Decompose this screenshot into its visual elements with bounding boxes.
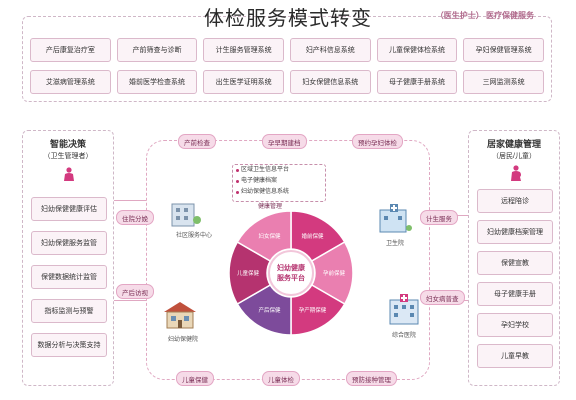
loop-tag[interactable]: 预防接种管理 <box>346 371 397 386</box>
system-tile[interactable]: 计生服务管理系统 <box>203 38 284 62</box>
hub-text-line: 服务平台 <box>277 273 305 282</box>
health-center-label: 卫生院 <box>386 241 405 247</box>
community-label: 社区服务中心 <box>176 233 213 239</box>
home-care-panel: 居家健康管理 （居民/儿童） 远程陪诊 妇幼健康档案管理 保健宣教 母子健康手册… <box>468 130 560 386</box>
system-tile[interactable]: 孕妇保健管理系统 <box>463 38 544 62</box>
home-care-item[interactable]: 远程陪诊 <box>477 189 553 213</box>
left-connector <box>114 200 146 201</box>
loop-tag[interactable]: 预约孕妇体检 <box>352 134 403 149</box>
loop-tag[interactable]: 儿童体检 <box>262 371 300 386</box>
community-building-icon <box>171 203 201 227</box>
wheel-segment-label: 产后保健 <box>258 306 281 314</box>
general-hospital-building-icon <box>389 294 419 325</box>
system-tile[interactable]: 儿童保健体检系统 <box>376 38 458 62</box>
wheel-hub <box>268 250 314 296</box>
decision-panel-title: 智能决策 <box>49 139 86 149</box>
wheel-segment-label: 儿童保健 <box>237 269 260 277</box>
decision-item[interactable]: 妇幼保健服务监管 <box>31 231 107 255</box>
hospital-panel-header-title: 医疗保健服务 <box>486 11 534 20</box>
mother-icon <box>511 165 521 181</box>
decision-item[interactable]: 指标监测与预警 <box>31 299 107 323</box>
system-tile[interactable]: 艾滋病管理系统 <box>30 70 111 94</box>
decision-item[interactable]: 数据分析与决策支持 <box>31 333 107 357</box>
page-title: 体检服务模式转变 <box>204 6 372 30</box>
hub-text-line: 妇幼健康 <box>276 263 306 272</box>
manager-icon <box>64 167 74 181</box>
loop-tag[interactable]: 儿童保健 <box>176 371 214 386</box>
hospital-systems-panel <box>22 16 552 102</box>
home-care-item[interactable]: 孕妇学校 <box>477 313 553 337</box>
info-line: 电子健康档案 <box>233 176 325 187</box>
system-tile[interactable]: 三网监测系统 <box>463 70 544 94</box>
loop-tag[interactable]: 计生服务 <box>420 210 458 225</box>
system-tile[interactable]: 妇产科信息系统 <box>289 38 371 62</box>
loop-tag[interactable]: 产前检查 <box>178 134 216 149</box>
hospital-panel-header-suffix: （医生护士） <box>435 11 484 20</box>
decision-item[interactable]: 保健数据统计监管 <box>31 265 107 289</box>
system-tile[interactable]: 妇女保健信息系统 <box>289 70 371 94</box>
loop-tag[interactable]: 妇女病普查 <box>420 290 465 305</box>
decision-panel-subtitle: （卫生管理者） <box>43 153 93 160</box>
home-care-item[interactable]: 儿童早教 <box>477 344 553 368</box>
decision-item[interactable]: 妇幼保健健康评估 <box>31 197 107 221</box>
wheel-segment-label: 孕产期保健 <box>299 306 327 314</box>
loop-tag[interactable]: 产后访视 <box>116 284 154 299</box>
left-connector <box>114 300 146 301</box>
home-care-panel-subtitle: （居民/儿童） <box>492 153 536 160</box>
loop-tag[interactable]: 孕早期建档 <box>262 134 307 149</box>
home-care-item[interactable]: 母子健康手册 <box>477 282 553 306</box>
hospital-systems-grid: 产后康复治疗室 产前筛查与诊断 计生服务管理系统 妇产科信息系统 儿童保健体检系… <box>30 38 544 94</box>
home-care-item[interactable]: 保健宣教 <box>477 251 553 275</box>
general-hospital-label: 综合医院 <box>392 333 417 339</box>
wheel-segment-label: 妇女保健 <box>258 232 281 240</box>
wheel-segment-label: 孕前保健 <box>323 269 346 277</box>
home-care-panel-title: 居家健康管理 <box>486 139 541 149</box>
system-tile[interactable]: 产后康复治疗室 <box>30 38 111 62</box>
system-tile[interactable]: 婚前医学检查系统 <box>116 70 198 94</box>
wheel-segment[interactable] <box>236 210 292 263</box>
wheel-segment-label: 婚前保健 <box>301 232 324 240</box>
info-line: 妇幼保健信息系统 <box>233 187 325 198</box>
health-center-building-icon <box>379 204 412 233</box>
system-tile[interactable]: 出生医学证明系统 <box>203 70 284 94</box>
decision-panel: 智能决策 （卫生管理者） 妇幼保健健康评估 妇幼保健服务监管 保健数据统计监管 … <box>22 130 114 386</box>
hospital-panel-header: （医生护士） 医疗保健服务 <box>436 10 534 21</box>
loop-tag[interactable]: 住院分娩 <box>116 210 154 225</box>
loop-label: 健康管理 <box>258 204 283 210</box>
system-tile[interactable]: 产前筛查与诊断 <box>116 38 198 62</box>
home-care-item[interactable]: 妇幼健康档案管理 <box>477 220 553 244</box>
info-line: 区域卫生信息平台 <box>233 165 325 176</box>
system-tile[interactable]: 母子健康手册系统 <box>376 70 458 94</box>
mch-hospital-label: 妇幼保健院 <box>168 337 199 343</box>
mch-hospital-building-icon <box>164 302 196 329</box>
platform-info-box: 区域卫生信息平台 电子健康档案 妇幼保健信息系统 <box>232 164 326 202</box>
